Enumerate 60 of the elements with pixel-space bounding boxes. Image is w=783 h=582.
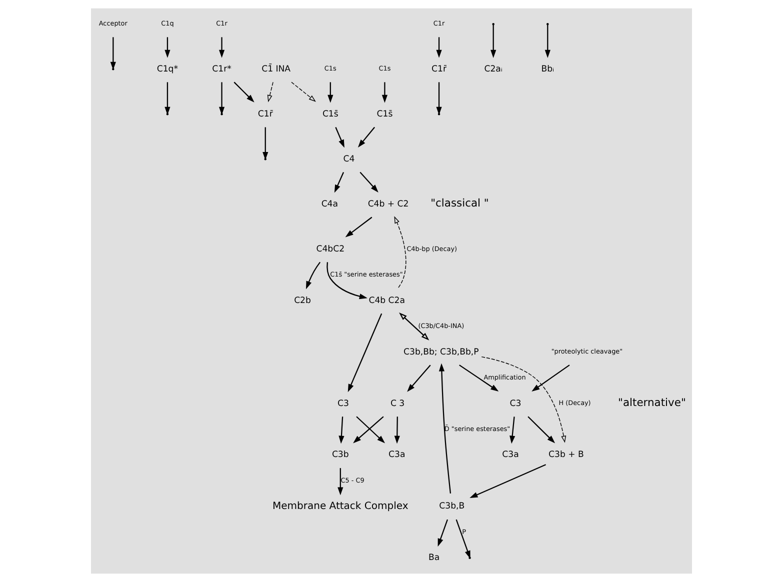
node-text: C3b <box>332 450 349 460</box>
arrow <box>328 82 334 103</box>
arrow <box>394 416 400 444</box>
node-text: C1r* <box>212 64 232 74</box>
node-text: C1̄ INA <box>262 64 291 74</box>
arrow <box>528 416 556 444</box>
arrow <box>490 24 496 58</box>
arrow <box>394 216 406 288</box>
node-text: C4 <box>343 154 355 164</box>
arrow <box>532 364 570 392</box>
node-text: C3a <box>502 450 519 460</box>
node-text: C3b + B <box>548 450 584 460</box>
arrow <box>382 82 388 103</box>
node-text: C1r̄ <box>432 64 446 74</box>
arrow <box>399 312 430 340</box>
arrow <box>335 127 344 148</box>
arrow <box>306 262 321 290</box>
arrow <box>436 37 442 58</box>
node-text: C3a <box>388 450 406 460</box>
node-text: C1r̄ <box>258 109 273 120</box>
arrow <box>470 464 546 498</box>
arrow <box>338 416 344 444</box>
node-text: C2aᵢ <box>484 64 502 74</box>
node-text: Membrane Attack Complex <box>272 501 408 512</box>
node-text: C3b,B <box>439 502 465 512</box>
arrow <box>360 172 378 192</box>
label: "classical " <box>430 196 489 210</box>
arrow <box>338 468 344 496</box>
node-text: C1s̄ <box>322 109 338 120</box>
arrow <box>481 356 566 443</box>
arrow <box>291 82 316 102</box>
label: "alternative" <box>618 396 686 410</box>
arrow <box>345 216 372 238</box>
node-text: C4bC2 <box>316 244 345 254</box>
arrow <box>438 519 448 547</box>
arrow <box>326 262 368 300</box>
arrow <box>234 82 254 102</box>
arrow <box>218 37 225 58</box>
node-text: Ba <box>428 553 440 564</box>
arrow <box>407 364 431 392</box>
arrow <box>459 364 499 392</box>
arrow <box>348 313 382 392</box>
arrow <box>510 416 516 444</box>
node-text: C4a <box>321 199 338 210</box>
arrow <box>267 82 274 102</box>
node-text: C3 <box>338 398 349 409</box>
node-text: C4b + C2 <box>368 199 409 210</box>
arrow <box>358 126 376 148</box>
arrow <box>544 24 550 58</box>
arrow <box>438 363 452 494</box>
node-text: C 3 <box>390 398 405 409</box>
node-text: C1s̄ <box>376 109 393 120</box>
arrow <box>334 172 344 193</box>
node-text: C3 <box>510 398 522 409</box>
node-text: Bbᵢ <box>541 64 554 74</box>
arrow <box>164 37 170 58</box>
node-text: C3b,Bb; C3b,Bb,P <box>404 347 479 358</box>
node-text: C2b <box>294 296 311 306</box>
node-text: C4b C2a <box>368 296 405 306</box>
node-text: C1q* <box>156 64 178 74</box>
